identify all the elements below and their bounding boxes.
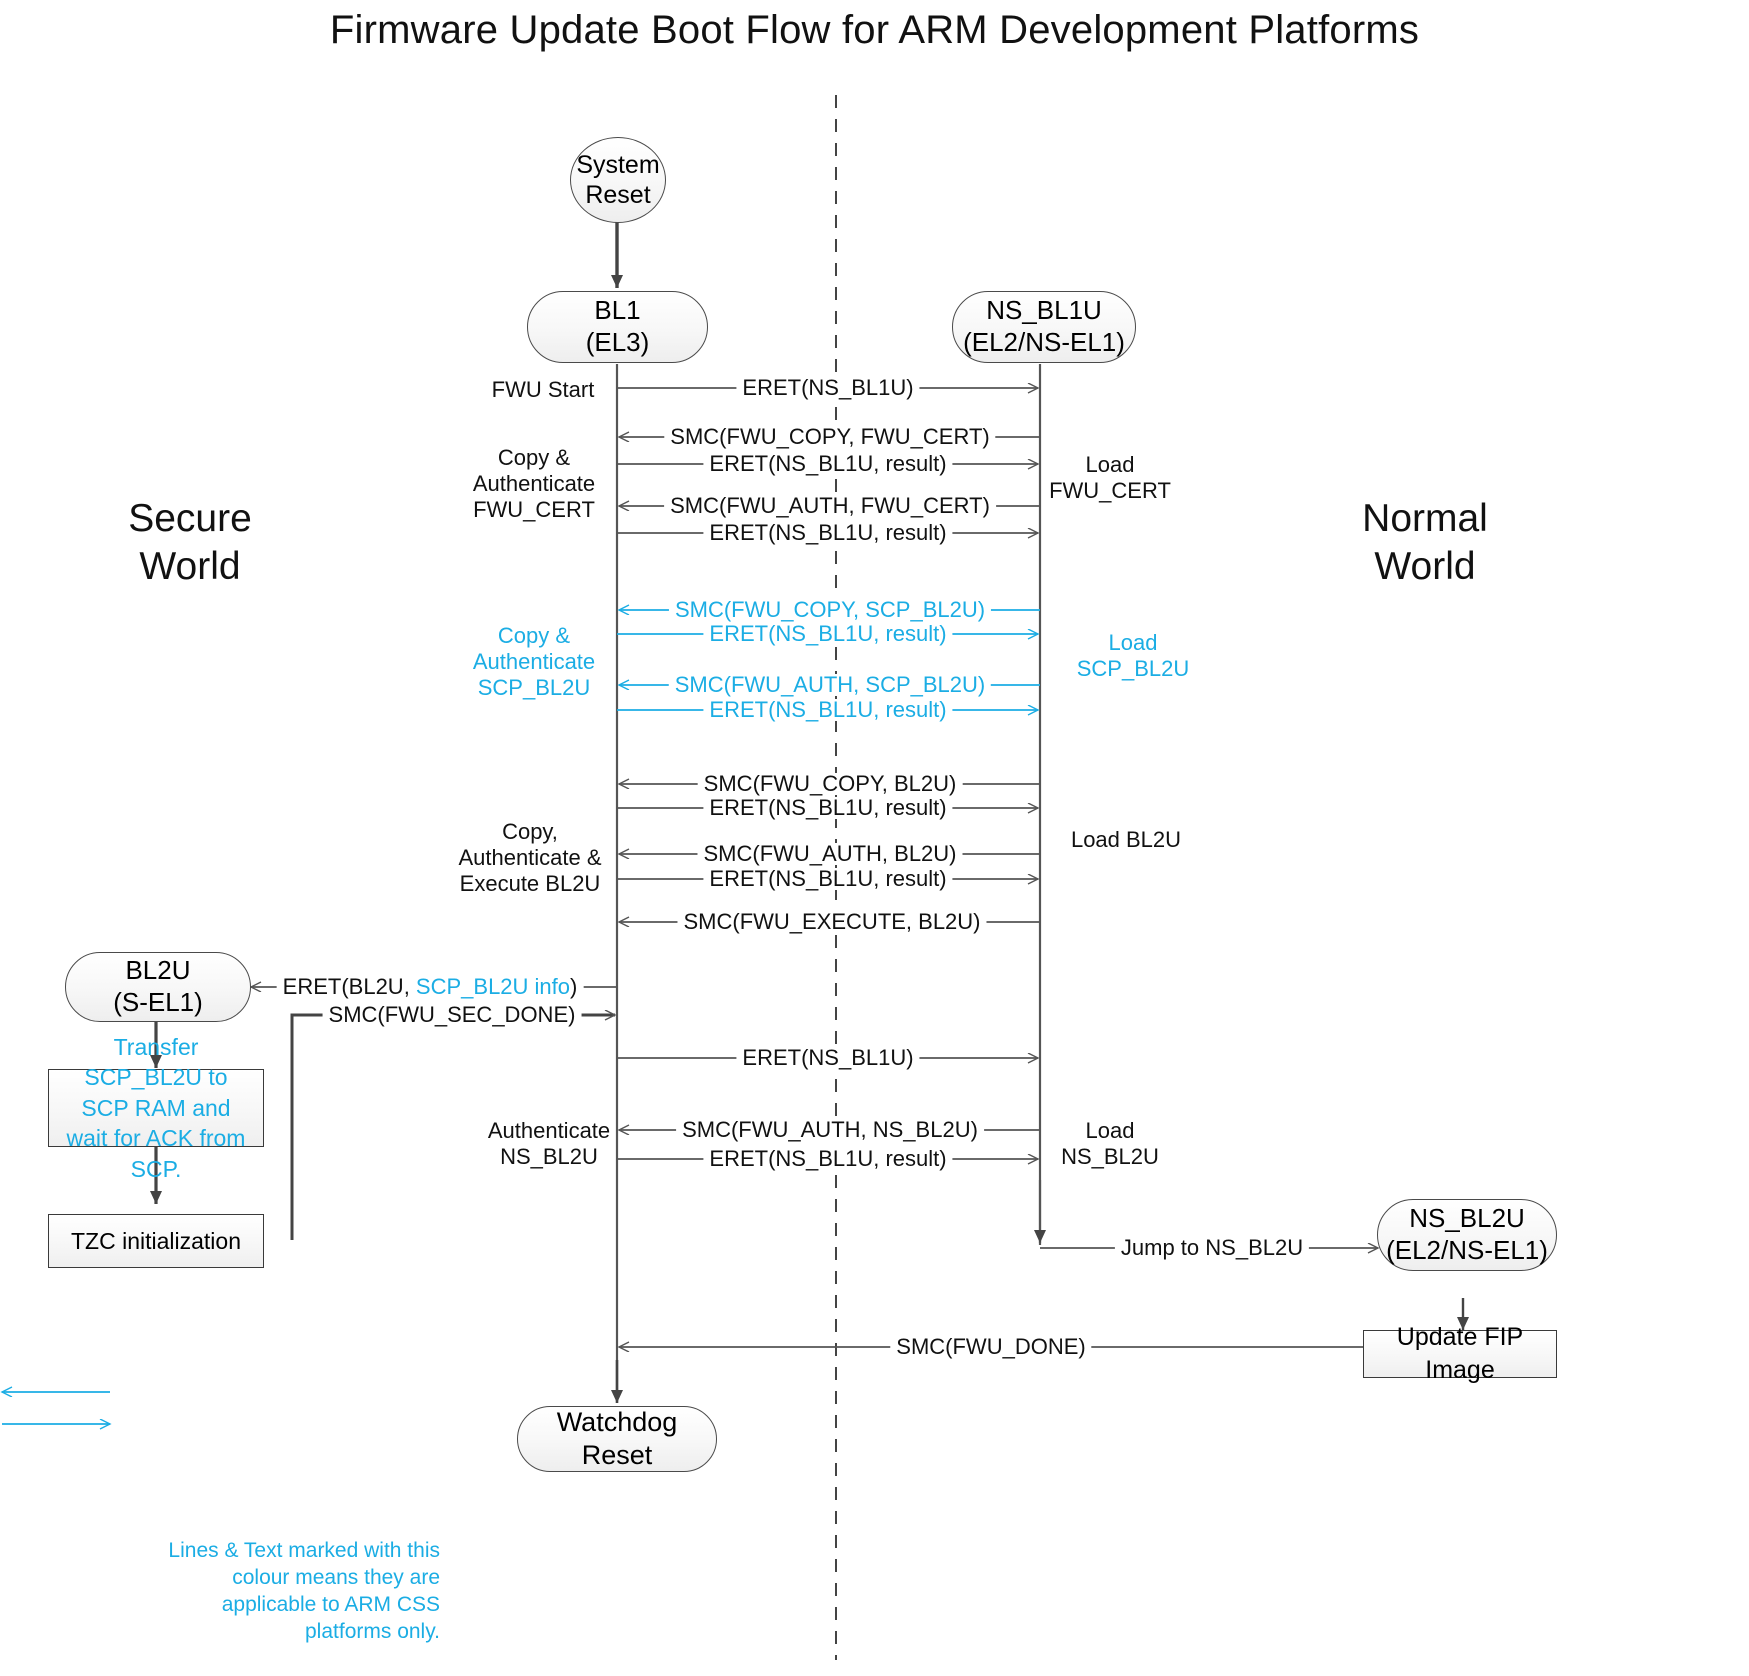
- annotation-load-scp-bl2u: Load SCP_BL2U: [1076, 630, 1190, 681]
- box-transfer-scp-bl2u[interactable]: Transfer SCP_BL2U to SCP RAM and wait fo…: [48, 1034, 264, 1182]
- annotation-copy-auth-fwu-cert: Copy & Authenticate FWU_CERT: [472, 445, 596, 522]
- message-label-m12: SMC(FWU_AUTH, BL2U): [697, 843, 963, 865]
- message-label-m20: SMC(FWU_DONE): [890, 1336, 1092, 1358]
- eret-bl2u-cyan-part: SCP_BL2U info: [415, 974, 571, 999]
- message-label-m1: ERET(NS_BL1U): [736, 377, 920, 399]
- node-ns-bl1u[interactable]: NS_BL1U (EL2/NS-EL1): [952, 291, 1136, 363]
- annotation-load-fwu-cert: Load FWU_CERT: [1049, 452, 1171, 503]
- message-label-m2: SMC(FWU_COPY, FWU_CERT): [664, 426, 996, 448]
- message-label-m4: SMC(FWU_AUTH, FWU_CERT): [664, 495, 996, 517]
- annotation-copy-auth-scp-bl2u: Copy & Authenticate SCP_BL2U: [472, 623, 596, 700]
- message-label-eret-bl2u: ERET(BL2U, SCP_BL2U info): [276, 974, 584, 999]
- diagram-title: Firmware Update Boot Flow for ARM Develo…: [329, 8, 1420, 52]
- message-label-m15: SMC(FWU_SEC_DONE): [322, 1004, 582, 1026]
- message-label-m14: SMC(FWU_EXECUTE, BL2U): [677, 911, 987, 933]
- message-label-m10: SMC(FWU_COPY, BL2U): [697, 773, 963, 795]
- eret-bl2u-suffix: ): [570, 974, 578, 999]
- annotation-copy-auth-exec-bl2u: Copy, Authenticate & Execute BL2U: [458, 819, 602, 896]
- node-ns-bl2u[interactable]: NS_BL2U (EL2/NS-EL1): [1377, 1199, 1557, 1271]
- node-bl2u[interactable]: BL2U (S-EL1): [65, 952, 251, 1022]
- box-update-fip-image[interactable]: Update FIP Image: [1363, 1323, 1557, 1384]
- message-label-m18: ERET(NS_BL1U, result): [703, 1148, 953, 1170]
- message-label-m16: ERET(NS_BL1U): [736, 1047, 920, 1069]
- normal-world-label: Normal World: [1362, 497, 1488, 588]
- eret-bl2u-prefix: ERET(BL2U,: [282, 974, 416, 999]
- message-label-m11: ERET(NS_BL1U, result): [703, 797, 953, 819]
- message-label-m8: SMC(FWU_AUTH, SCP_BL2U): [668, 674, 992, 696]
- node-system-reset[interactable]: System Reset: [570, 137, 666, 223]
- legend-text: Lines & Text marked with this colour mea…: [168, 1539, 440, 1643]
- message-label-m19: Jump to NS_BL2U: [1114, 1237, 1310, 1259]
- box-tzc-initialization[interactable]: TZC initialization: [48, 1214, 264, 1268]
- message-label-m5: ERET(NS_BL1U, result): [703, 522, 953, 544]
- secure-world-label: Secure World: [128, 497, 252, 588]
- annotation-load-ns-bl2u: Load NS_BL2U: [1061, 1118, 1159, 1169]
- annotation-authenticate-ns-bl2u: Authenticate NS_BL2U: [487, 1118, 611, 1169]
- node-bl1[interactable]: BL1 (EL3): [527, 291, 708, 363]
- node-watchdog-reset[interactable]: Watchdog Reset: [517, 1406, 717, 1472]
- message-label-m13: ERET(NS_BL1U, result): [703, 868, 953, 890]
- annotation-fwu-start: FWU Start: [491, 377, 595, 403]
- message-label-m17: SMC(FWU_AUTH, NS_BL2U): [676, 1119, 984, 1141]
- message-label-m7: ERET(NS_BL1U, result): [703, 623, 953, 645]
- message-label-m6: SMC(FWU_COPY, SCP_BL2U): [668, 599, 992, 621]
- message-label-m9: ERET(NS_BL1U, result): [703, 699, 953, 721]
- message-label-m3: ERET(NS_BL1U, result): [703, 453, 953, 475]
- annotation-load-bl2u: Load BL2U: [1070, 827, 1182, 853]
